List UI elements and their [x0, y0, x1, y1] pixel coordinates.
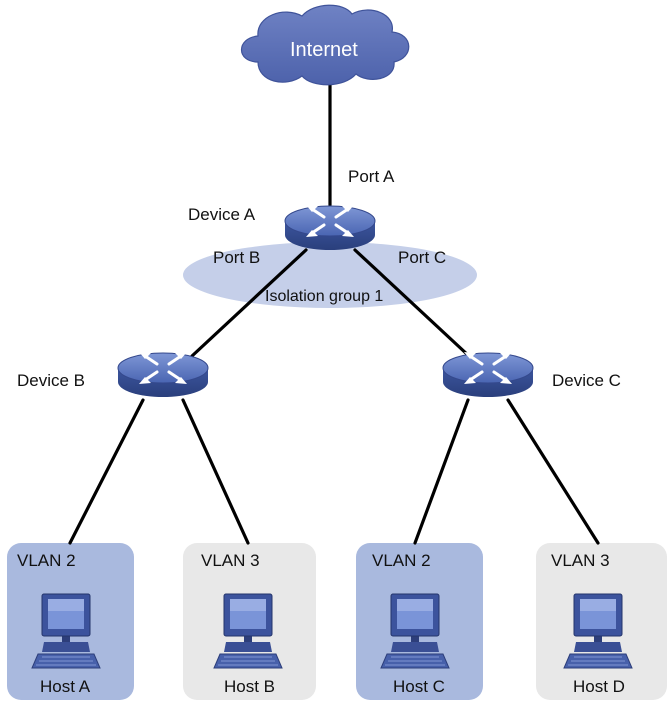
internet-label: Internet [290, 39, 358, 61]
device-a-router-icon [283, 203, 377, 252]
link-device-b-host-a [68, 398, 145, 545]
device-a-label: Device A [188, 205, 256, 224]
internet-cloud-icon [241, 4, 410, 86]
host-d-computer-icon [563, 593, 633, 669]
device-b-router-icon [116, 350, 210, 399]
device-c-label: Device C [552, 371, 621, 390]
link-device-b-host-b [181, 398, 250, 545]
host-a-vlan-label: VLAN 2 [17, 551, 76, 570]
port-b-label: Port B [213, 248, 261, 267]
host-c-vlan-label: VLAN 2 [372, 551, 431, 570]
host-d-vlan-label: VLAN 3 [551, 551, 610, 570]
device-b-label: Device B [17, 371, 86, 390]
host-a-computer-icon [31, 593, 101, 669]
device-c-router-icon [441, 350, 535, 399]
port-c-label: Port C [398, 248, 447, 267]
host-b-name-label: Host B [224, 677, 276, 696]
host-b-computer-icon [213, 593, 283, 669]
link-device-c-host-d [506, 398, 600, 545]
host-c-name-label: Host C [393, 677, 445, 696]
link-device-a-device-b [190, 248, 308, 358]
link-device-c-host-c [413, 398, 470, 545]
host-d-name-label: Host D [573, 677, 625, 696]
host-a-name-label: Host A [40, 677, 91, 696]
isolation-group-label: Isolation group 1 [265, 288, 384, 305]
link-device-a-device-c [353, 248, 471, 358]
port-a-label: Port A [348, 167, 395, 186]
host-c-computer-icon [380, 593, 450, 669]
isolation-group-ellipse [183, 242, 477, 308]
host-b-vlan-label: VLAN 3 [201, 551, 260, 570]
